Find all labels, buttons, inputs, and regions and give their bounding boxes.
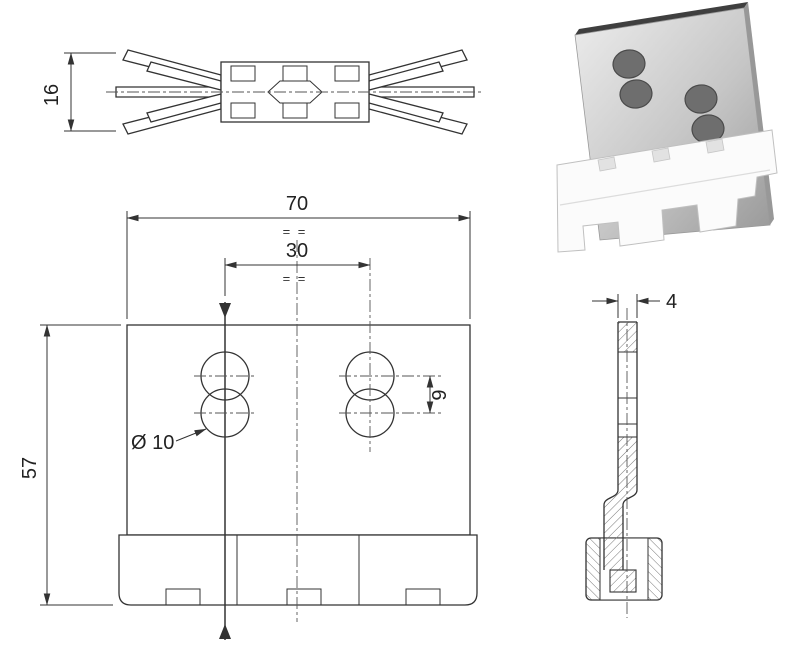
dim-9-label: 9 — [429, 389, 451, 400]
side-strip-upper-hatch — [618, 322, 637, 352]
dimension-dia10: Ø 10 — [131, 428, 207, 454]
isometric-render — [556, 2, 778, 253]
dimension-70: 70 = = — [126, 193, 471, 319]
top-view: 16 — [41, 49, 482, 135]
equal-spacing-mark: = = — [283, 224, 308, 239]
clip-castellation — [651, 147, 671, 163]
front-view: 70 = = 30 = = 57 Ø 10 9 — [19, 193, 478, 640]
front-flange-outline — [118, 534, 478, 606]
equal-spacing-mark: = = — [283, 271, 308, 286]
clip-castellation — [597, 156, 617, 172]
dim-70-label: 70 — [286, 193, 308, 215]
dimension-9: 9 — [426, 375, 451, 414]
top-view-slot — [230, 65, 256, 82]
side-section-view: 4 — [585, 291, 677, 618]
dimension-57: 57 — [19, 324, 121, 606]
side-strip-outline-left — [603, 322, 619, 570]
flange-notch — [165, 588, 201, 606]
top-view-slot — [334, 65, 360, 82]
section-line — [219, 302, 231, 640]
dimension-30: 30 = = — [224, 240, 371, 296]
side-strip-outline-right — [622, 322, 638, 570]
render-hole-circle — [684, 84, 718, 114]
top-view-slot — [230, 102, 256, 119]
render-hole-circle — [619, 79, 653, 109]
dim-dia10-label: Ø 10 — [131, 432, 174, 454]
leader-line — [175, 428, 207, 442]
front-plate-outline — [126, 324, 471, 536]
flange-notch — [286, 588, 322, 606]
dim-30-label: 30 — [286, 240, 308, 262]
clip-castellation — [705, 138, 725, 154]
side-strip-foot — [609, 569, 637, 593]
section-arrow-bottom — [219, 624, 231, 639]
flange-notch — [405, 588, 441, 606]
dimension-4: 4 — [592, 291, 677, 318]
dim-57-label: 57 — [19, 457, 41, 479]
render-left-keyhole — [612, 49, 653, 109]
section-arrow-top — [219, 303, 231, 318]
clip-detail-line — [559, 169, 771, 206]
side-strip-lower-hatch — [604, 437, 637, 570]
dim-16-label: 16 — [41, 84, 63, 106]
top-view-slot — [334, 102, 360, 119]
plate-top-edge — [575, 2, 748, 35]
render-hole-circle — [612, 49, 646, 79]
dim-4-label: 4 — [666, 291, 677, 313]
dimension-16: 16 — [41, 52, 116, 132]
